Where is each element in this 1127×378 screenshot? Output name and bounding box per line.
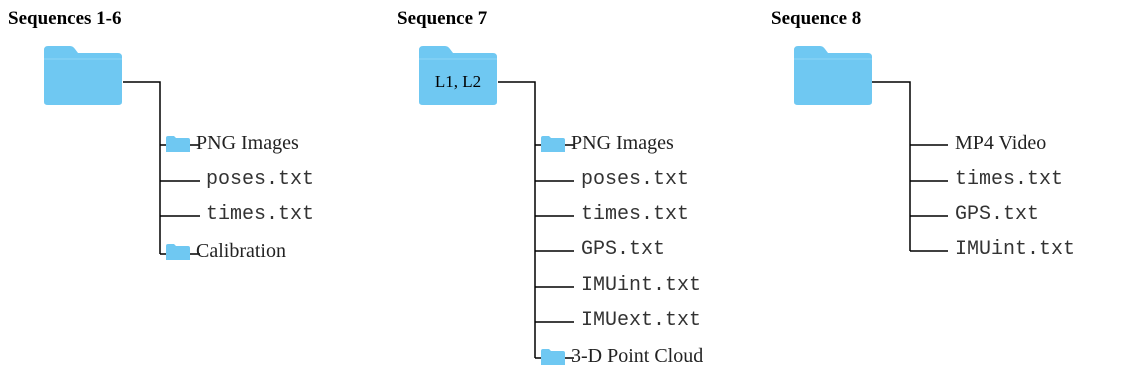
tree-item-label: IMUext.txt <box>581 309 702 332</box>
tree-item-mp4-video: MP4 Video <box>955 132 1046 155</box>
tree-item-label: times.txt <box>955 168 1064 191</box>
tree-item-imuint-txt: IMUint.txt <box>581 274 701 297</box>
tree-item-poses-txt: poses.txt <box>206 168 314 191</box>
tree-item-3d-point-cloud: 3-D Point Cloud <box>541 345 703 368</box>
tree-item-label: times.txt <box>206 203 315 226</box>
tree-item-imuint-txt: IMUint.txt <box>955 238 1075 261</box>
tree-item-label: PNG Images <box>196 132 299 154</box>
tree-item-label: MP4 Video <box>955 132 1047 154</box>
tree-item-png-images: PNG Images <box>166 132 299 155</box>
tree-item-label: 3-D Point Cloud <box>571 345 704 367</box>
column-title-sequence-7: Sequence 7 <box>397 8 488 29</box>
tree-item-gps-txt: GPS.txt <box>581 238 665 261</box>
tree-item-times-txt: times.txt <box>206 203 314 226</box>
tree-item-label: GPS.txt <box>955 203 1040 226</box>
column-title-sequences-1-6: Sequences 1-6 <box>8 8 122 29</box>
tree-item-label: poses.txt <box>581 168 690 191</box>
tree-item-times-txt: times.txt <box>581 203 689 226</box>
tree-item-png-images: PNG Images <box>541 132 674 155</box>
column-title-sequence-8: Sequence 8 <box>771 8 862 29</box>
folder-icon <box>44 46 122 105</box>
folder-icon <box>794 46 872 105</box>
folder-label: L1, L2 <box>435 72 481 91</box>
folder-icon <box>166 135 190 152</box>
tree-item-imuext-txt: IMUext.txt <box>581 309 701 332</box>
tree-item-label: Calibration <box>196 240 286 262</box>
folder-icon <box>541 135 565 152</box>
tree-item-label: IMUint.txt <box>955 238 1076 261</box>
tree-item-label: GPS.txt <box>581 238 666 261</box>
tree-item-gps-txt: GPS.txt <box>955 203 1039 226</box>
tree-item-label: IMUint.txt <box>581 274 702 297</box>
tree-item-poses-txt: poses.txt <box>581 168 689 191</box>
tree-item-calibration: Calibration <box>166 240 286 263</box>
folder-icon <box>541 348 565 365</box>
tree-item-label: poses.txt <box>206 168 315 191</box>
tree-item-label: PNG Images <box>571 132 674 154</box>
tree-item-times-txt: times.txt <box>955 168 1063 191</box>
tree-item-label: times.txt <box>581 203 690 226</box>
folder-icon <box>166 243 190 260</box>
folder-icon: L1, L2 <box>419 46 497 105</box>
